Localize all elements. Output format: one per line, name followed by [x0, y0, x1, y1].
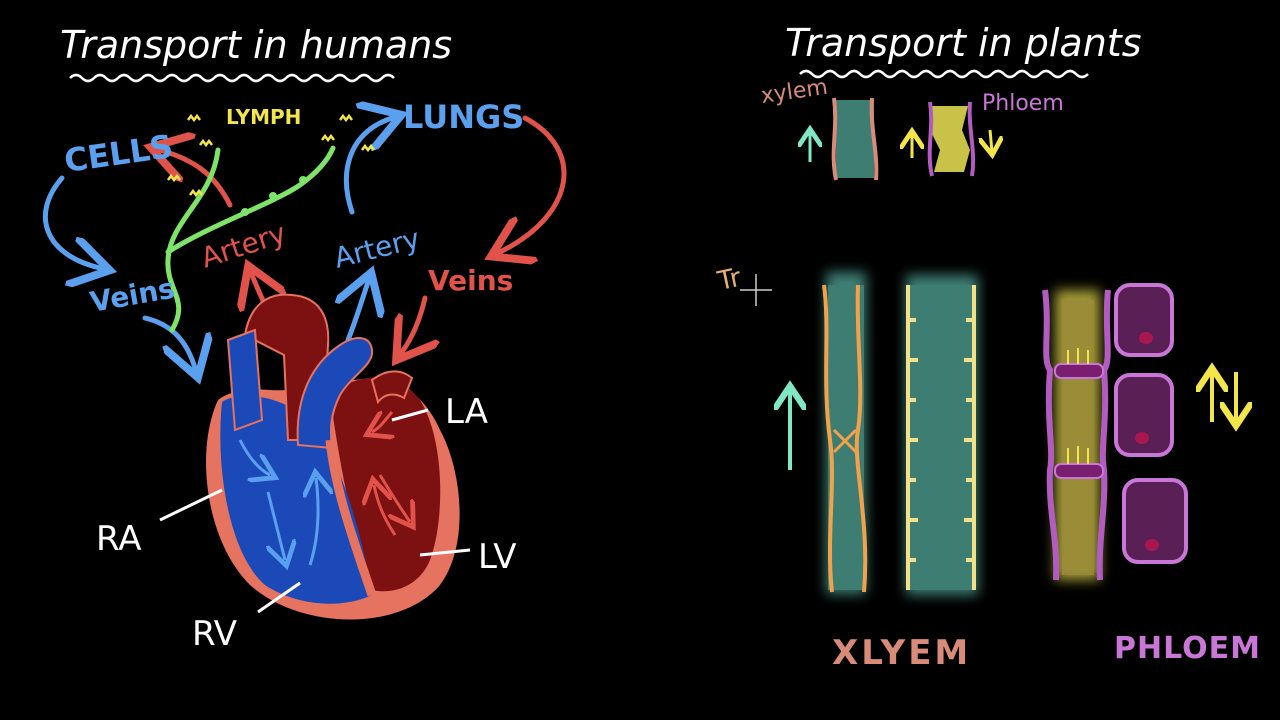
label-xylem-small: xylem	[759, 75, 829, 109]
heart-flow-arrow	[268, 491, 285, 560]
companion-cell-nucleus	[1139, 332, 1153, 344]
tr-annotation: Tr	[714, 263, 772, 306]
fluid-squiggle	[361, 143, 375, 153]
arrow-veins-to-heart-right	[402, 295, 425, 352]
companion-cell	[1114, 373, 1174, 457]
lymph-node	[269, 192, 277, 200]
phloem-small-arrow-down	[990, 129, 992, 152]
heart-pulmonary-veins	[370, 370, 414, 405]
companion-cell	[1114, 283, 1174, 357]
companion-cell	[1122, 478, 1188, 564]
heart-vena-cava	[226, 328, 264, 432]
right-title-group: Transport in plants	[785, 21, 1142, 79]
label-rv: RV	[192, 614, 237, 654]
fluid-squiggle	[339, 113, 353, 123]
phloem-small-wall	[927, 101, 934, 177]
heart-pulmonary-artery	[296, 337, 374, 450]
xylem-small-wall	[869, 97, 879, 181]
lymph-vessel-branch	[165, 145, 336, 255]
fluid-squiggle	[321, 133, 335, 143]
phloem-wall-left	[1042, 289, 1060, 581]
big-phloem: PHLOEM	[1042, 283, 1261, 666]
xylem-small-tube	[836, 100, 874, 178]
arrow-artery-to-cells	[160, 150, 233, 208]
xylem-vessel-wall-right	[964, 285, 976, 590]
label-veins-left: Veins	[87, 272, 177, 319]
pointer-rv	[257, 581, 301, 614]
phloem-small-tube	[930, 106, 970, 172]
phloem-sieve-strands	[1067, 348, 1089, 464]
arrow-artery-to-lungs	[343, 118, 392, 215]
big-xylem: XLYEM	[790, 272, 978, 673]
phloem-sieve-tube	[1062, 300, 1094, 575]
label-lungs: LUNGS	[403, 98, 524, 136]
lymph-node	[299, 176, 307, 184]
pointer-la	[391, 408, 429, 422]
arrow-heart-to-artery-right	[348, 282, 368, 343]
label-lymph: LYMPH	[226, 105, 301, 129]
label-artery-right: Artery	[331, 222, 423, 275]
fluid-squiggle	[189, 188, 203, 198]
xylem-vessel-wall-left	[822, 284, 834, 593]
title-transport-in-plants: Transport in plants	[785, 21, 1142, 65]
pointer-ra	[159, 488, 223, 522]
pointer-lv	[419, 548, 471, 557]
phloem-companion-cells	[1114, 283, 1188, 564]
xylem-vessel-wall-left	[906, 285, 918, 590]
crosshair-cursor-icon	[740, 274, 772, 306]
arrow-veins-to-heart	[142, 315, 195, 368]
label-artery-left: Artery	[197, 216, 290, 274]
phloem-small-wall	[967, 101, 976, 177]
companion-cell-nucleus	[1145, 539, 1159, 551]
heart-right-chambers	[220, 395, 372, 604]
label-veins-right: Veins	[428, 264, 513, 297]
xylem-vessel	[910, 285, 974, 590]
label-xylem-big: XLYEM	[832, 633, 971, 673]
phloem-sieve-plate	[1054, 463, 1104, 479]
title-underline-left	[69, 73, 395, 83]
label-phloem-small: Phloem	[982, 91, 1064, 116]
fluid-squiggle	[167, 173, 181, 183]
label-lv: LV	[478, 537, 516, 577]
xylem-pit-connection	[832, 428, 858, 454]
left-title-group: Transport in humans	[60, 23, 452, 83]
heart-septum	[325, 439, 377, 597]
heart-flow-arrow	[310, 478, 318, 566]
label-phloem-big: PHLOEM	[1114, 631, 1261, 666]
lymph-vessels	[165, 113, 375, 333]
companion-cell-nucleus	[1135, 432, 1149, 444]
circulation-labels: CELLS LYMPH LUNGS Artery Artery Veins Ve…	[62, 98, 525, 319]
heart-flow-arrow	[238, 439, 270, 475]
label-tr: Tr	[714, 263, 744, 297]
title-transport-in-humans: Transport in humans	[60, 23, 452, 67]
arrow-cells-to-veins	[43, 175, 100, 268]
heart-labels: LA RA LV RV	[96, 392, 516, 654]
fluid-squiggle	[187, 113, 201, 123]
arrow-lungs-to-veins	[500, 115, 567, 252]
heart	[206, 293, 460, 620]
heart-flow-arrow	[372, 412, 392, 432]
small-phloem: Phloem	[912, 91, 1064, 177]
label-la: LA	[445, 392, 488, 432]
label-ra: RA	[96, 519, 142, 559]
label-cells: CELLS	[62, 127, 175, 180]
small-xylem: xylem	[759, 75, 879, 181]
phloem-wall-right	[1096, 289, 1111, 581]
xylem-vessel-wall-right	[854, 284, 868, 593]
lymph-node	[241, 208, 249, 216]
xylem-small-wall	[831, 97, 838, 181]
fluid-squiggle	[199, 138, 213, 148]
phloem-sieve-plate	[1054, 363, 1104, 379]
lymph-vessel-main	[165, 147, 221, 333]
title-underline-right	[799, 69, 1089, 79]
heart-flow-arrow	[374, 485, 397, 536]
